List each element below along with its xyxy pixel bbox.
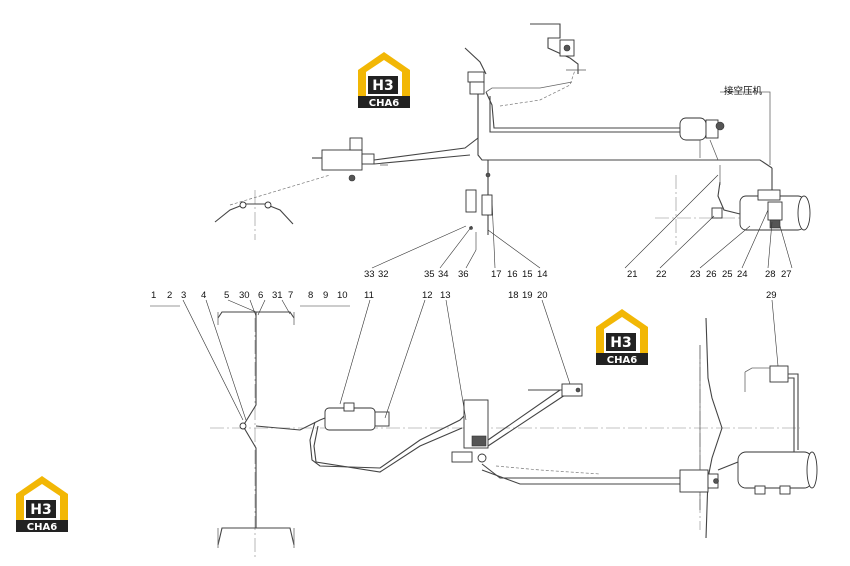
callout: 8 bbox=[308, 290, 313, 301]
callout: 28 bbox=[765, 269, 776, 280]
callout: 31 bbox=[272, 290, 283, 301]
callout: 29 bbox=[766, 290, 777, 301]
callout: 17 bbox=[491, 269, 502, 280]
callouts-bottom: 1 2 3 4 5 30 6 31 7 8 9 10 11 12 13 18 1… bbox=[151, 290, 777, 301]
callout: 7 bbox=[288, 290, 293, 301]
logo-watermark bbox=[358, 52, 410, 109]
callout: 10 bbox=[337, 290, 348, 301]
callout: 25 bbox=[722, 269, 733, 280]
callout: 19 bbox=[522, 290, 533, 301]
logo-watermark bbox=[596, 309, 648, 366]
callout: 24 bbox=[737, 269, 748, 280]
callout: 22 bbox=[656, 269, 667, 280]
logo-watermark bbox=[16, 476, 68, 533]
callout: 15 bbox=[522, 269, 533, 280]
callout: 18 bbox=[508, 290, 519, 301]
callout: 36 bbox=[458, 269, 469, 280]
bottom-view bbox=[150, 299, 818, 560]
callout: 2 bbox=[167, 290, 172, 301]
callout: 26 bbox=[706, 269, 717, 280]
callout: 11 bbox=[364, 290, 374, 301]
callout: 12 bbox=[422, 290, 433, 301]
callout: 4 bbox=[201, 290, 206, 301]
callout: 5 bbox=[224, 290, 229, 301]
callout: 30 bbox=[239, 290, 250, 301]
callout: 13 bbox=[440, 290, 451, 301]
callout: 20 bbox=[537, 290, 548, 301]
callout: 21 bbox=[627, 269, 638, 280]
callout: 6 bbox=[258, 290, 263, 301]
callout: 1 bbox=[151, 290, 156, 301]
compressor-note: 接空压机 bbox=[724, 85, 763, 97]
callout: 32 bbox=[378, 269, 389, 280]
callout: 23 bbox=[690, 269, 701, 280]
callout: 35 bbox=[424, 269, 435, 280]
callout: 14 bbox=[537, 269, 548, 280]
top-view bbox=[214, 23, 811, 269]
callout: 34 bbox=[438, 269, 449, 280]
callout: 3 bbox=[181, 290, 186, 301]
callout: 33 bbox=[364, 269, 375, 280]
callouts-top: 接空压机 33 32 35 34 36 17 16 15 14 21 22 23… bbox=[364, 85, 792, 280]
callout: 16 bbox=[507, 269, 518, 280]
callout: 27 bbox=[781, 269, 792, 280]
callout: 9 bbox=[323, 290, 328, 301]
